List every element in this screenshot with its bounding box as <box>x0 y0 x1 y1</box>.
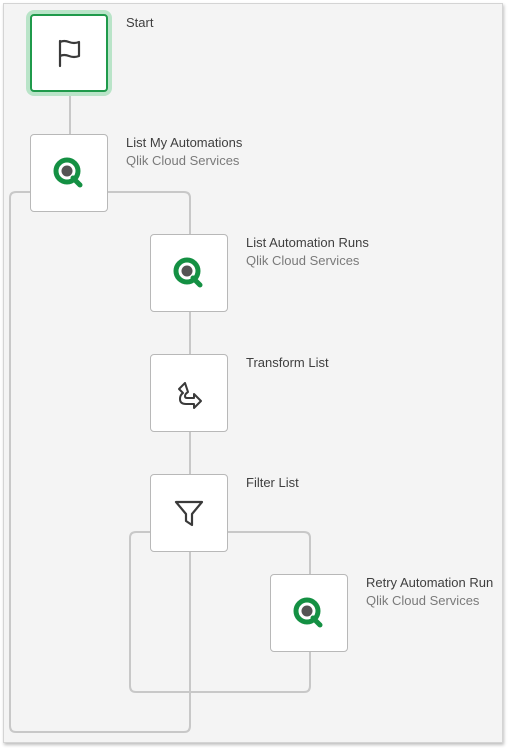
start-block-label: Start <box>126 14 153 32</box>
list-my-automations-label: List My Automations Qlik Cloud Services <box>126 134 242 170</box>
list-my-automations-title: List My Automations <box>126 135 243 150</box>
start-block[interactable] <box>30 14 108 92</box>
automation-canvas: Start List My Automations Qlik Cloud Ser… <box>3 3 503 743</box>
retry-automation-run-title: Retry Automation Run <box>366 575 494 590</box>
filter-list-label: Filter List <box>246 474 299 492</box>
qlik-icon <box>53 157 83 188</box>
list-automation-runs-block[interactable] <box>150 234 228 312</box>
list-automation-runs-label: List Automation Runs Qlik Cloud Services <box>246 234 369 270</box>
retry-automation-run-block[interactable] <box>270 574 348 652</box>
transform-arrow-icon <box>178 382 202 409</box>
transform-list-title: Transform List <box>246 355 329 370</box>
retry-automation-run-subtitle: Qlik Cloud Services <box>366 593 480 608</box>
loop-filter-list <box>129 531 311 693</box>
loop-list-my-automations <box>9 191 191 733</box>
list-automation-runs-subtitle: Qlik Cloud Services <box>246 253 360 268</box>
list-my-automations-subtitle: Qlik Cloud Services <box>126 153 240 168</box>
connector-lines <box>9 94 311 733</box>
list-my-automations-block[interactable] <box>30 134 108 212</box>
list-automation-runs-title: List Automation Runs <box>246 235 369 250</box>
qlik-icon <box>173 257 203 288</box>
funnel-icon <box>174 500 204 527</box>
filter-list-block[interactable] <box>150 474 228 552</box>
transform-list-label: Transform List <box>246 354 329 372</box>
start-title: Start <box>126 15 154 30</box>
qlik-icon <box>293 597 323 628</box>
retry-automation-run-label: Retry Automation Run Qlik Cloud Services <box>366 574 493 610</box>
flag-icon <box>58 39 81 68</box>
transform-list-block[interactable] <box>150 354 228 432</box>
filter-list-title: Filter List <box>246 475 299 490</box>
